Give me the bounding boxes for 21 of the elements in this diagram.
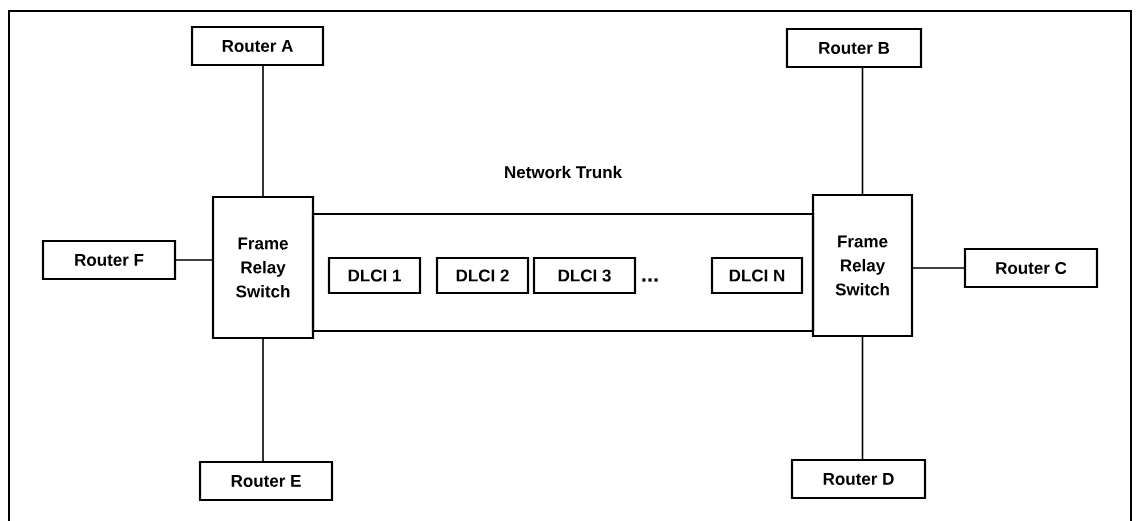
router-box: Router A [190,25,325,67]
dlci-box: DLCI 1 [327,256,422,295]
connector-line [861,335,864,461]
dlci-box: DLCI 3 [532,256,637,295]
router-box: Router B [785,27,923,69]
router-box: Router C [963,247,1099,289]
switch-box: Frame Relay Switch [211,195,315,340]
router-box: Router D [790,458,927,500]
connector-line [861,66,864,196]
trunk-band [311,212,815,333]
dlci-box: DLCI 2 [435,256,530,295]
router-box: Router F [41,239,177,281]
ellipsis: ... [642,278,658,282]
connector-line [262,64,264,198]
connector-line [174,259,214,261]
router-box: Router E [198,460,334,502]
connector-line [911,267,966,269]
dlci-box: DLCI N [710,256,804,295]
connector-line [262,337,264,463]
trunk-heading: Network Trunk [505,165,623,179]
switch-box: Frame Relay Switch [811,193,914,338]
